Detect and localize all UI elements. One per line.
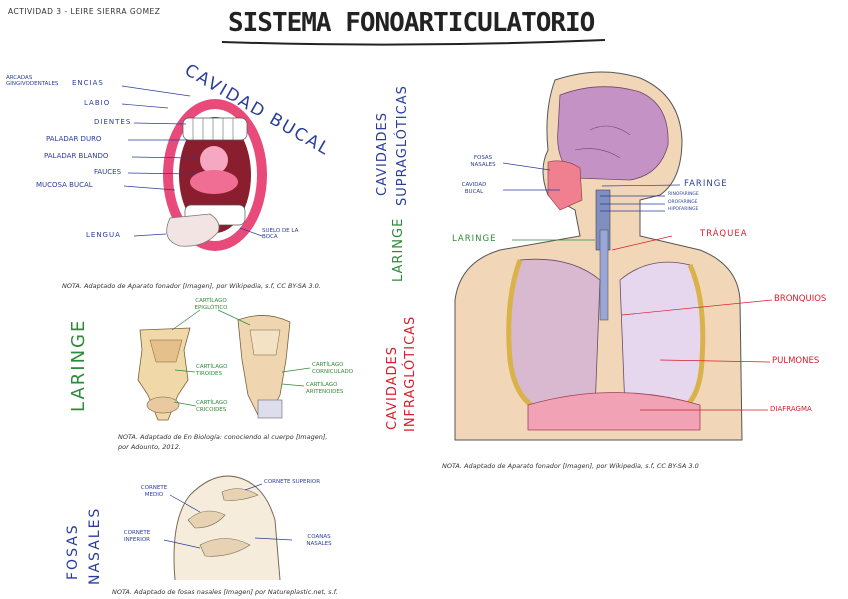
larynx-label-tiroides: CARTÍLAGO TIROIDES: [196, 364, 228, 377]
larynx-front-illustration: [137, 327, 191, 421]
author-label: ACTIVIDAD 3 - LEIRE SIERRA GOMEZ: [8, 7, 161, 16]
body-right-blue-lines: [600, 184, 681, 212]
body-illustration: [454, 71, 743, 441]
body-left-leader-lines: [502, 162, 560, 191]
body-note: NOTA. Adaptado de Aparato fonador [Image…: [442, 462, 699, 470]
fosas-heading-1: FOSAS: [65, 523, 81, 580]
nasal-label-coanas: COANAS NASALES: [306, 534, 332, 547]
mouth-illustration: [163, 99, 267, 251]
nasal-label-cornete-superior: CORNETE SUPERIOR: [264, 479, 321, 485]
larynx-back-illustration: [237, 315, 291, 419]
body-right-red-lines: [611, 235, 773, 411]
fosas-heading-2: NASALES: [87, 506, 103, 585]
mouth-label-lengua: LENGUA: [86, 231, 121, 239]
larynx-label-corniculado: CARTÍLAGO CORNICULADO: [312, 362, 354, 375]
larynx-label-aritenoides: CARTÍLAGO ARITENOIDES: [306, 382, 344, 395]
laringe-heading: LARINGE: [68, 318, 89, 412]
mouth-label-dientes: DIENTES: [94, 118, 132, 126]
mouth-label-mucosa: MUCOSA BUCAL: [36, 181, 93, 189]
laringe-note-2: por Adounto, 2012.: [118, 443, 181, 451]
body-label-laringe: LARINGE: [452, 234, 497, 244]
infra-heading-1: CAVIDADES: [385, 345, 400, 430]
mouth-label-arcadas: ARCADAS GINGIVODENTALES: [6, 75, 59, 88]
mouth-leader-lines: [121, 85, 263, 237]
body-label-cavidad: CAVIDAD BUCAL: [461, 182, 487, 195]
fosas-note: NOTA. Adaptado de fosas nasales [Imagen]…: [112, 588, 338, 596]
mouth-note: NOTA. Adaptado de Aparato fonador [Image…: [62, 282, 321, 290]
body-label-pulmones: PULMONES: [772, 356, 820, 366]
larynx-leader-lines: [171, 309, 311, 407]
larynx-label-epiglotico: CARTÍLAGO EPIGLÓTICO: [194, 298, 228, 311]
body-label-orofaringe: OROFARINGE: [668, 200, 698, 205]
supra-heading-2: SUPRAGLÓTICAS: [395, 85, 410, 206]
mouth-label-fauces: FAUCES: [94, 168, 122, 176]
nasal-leader-lines: [163, 483, 293, 549]
middle-laringe-heading: LARINGE: [391, 217, 406, 282]
laringe-note-1: NOTA. Adaptado de En Biología: conociend…: [118, 433, 328, 441]
mouth-label-labio: LABIO: [84, 99, 111, 107]
nasal-label-cornete-medio: CORNETE MEDIO: [140, 485, 168, 498]
nasal-label-cornete-inferior: CORNETE INFERIOR: [123, 530, 151, 543]
page-title: SISTEMA FONOARTICULATORIO: [228, 8, 595, 38]
title-underline: [221, 39, 606, 46]
mouth-label-paladar-blando: PALADAR BLANDO: [44, 152, 109, 160]
nasal-illustration: [173, 475, 281, 581]
mouth-label-paladar-duro: PALADAR DURO: [46, 135, 102, 143]
infra-heading-2: INFRAGLÓTICAS: [403, 315, 418, 432]
mouth-label-encias: ENCIAS: [72, 79, 104, 87]
body-label-bronquios: BRONQUIOS: [774, 294, 827, 304]
body-label-hipofaringe: HIPOFARINGE: [668, 207, 699, 212]
body-label-rinofaringe: RINOFARINGE: [668, 192, 699, 197]
body-label-traquea: TRÁQUEA: [700, 229, 748, 239]
body-label-diafragma: DIAFRAGMA: [770, 405, 812, 413]
larynx-label-cricoides: CARTÍLAGO CRICOIDES: [196, 400, 228, 413]
body-label-fosas: FOSAS NASALES: [470, 155, 496, 168]
supra-heading-1: CAVIDADES: [375, 111, 390, 196]
body-label-faringe: FARINGE: [684, 179, 728, 189]
mouth-label-suelo: SUELO DE LA BOCA: [262, 228, 299, 241]
